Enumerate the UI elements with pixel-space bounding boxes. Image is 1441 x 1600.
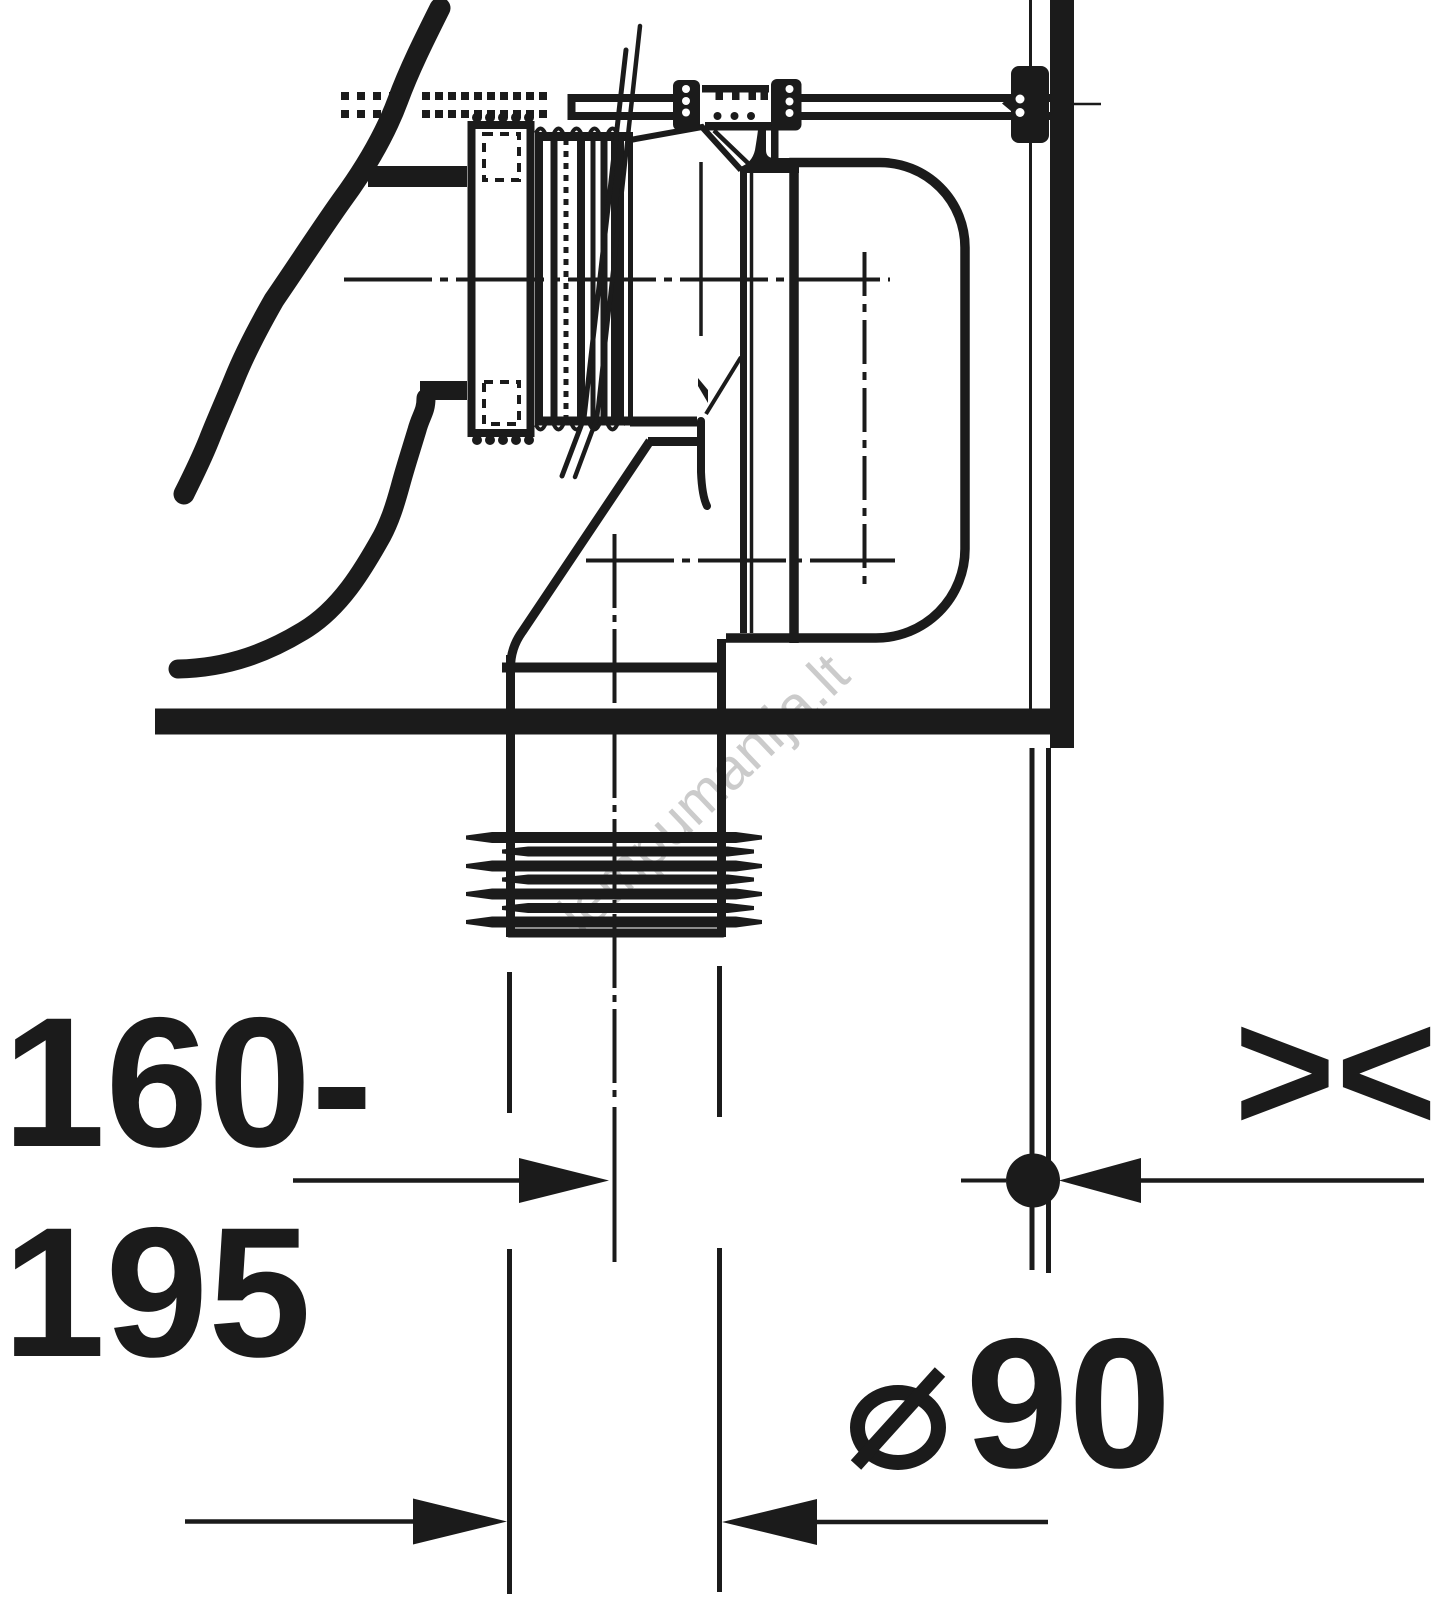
svg-text:195: 195 <box>3 1190 312 1396</box>
svg-text:160-: 160- <box>3 980 373 1186</box>
svg-text:90: 90 <box>966 1301 1172 1507</box>
svg-text:><: >< <box>1234 973 1437 1168</box>
